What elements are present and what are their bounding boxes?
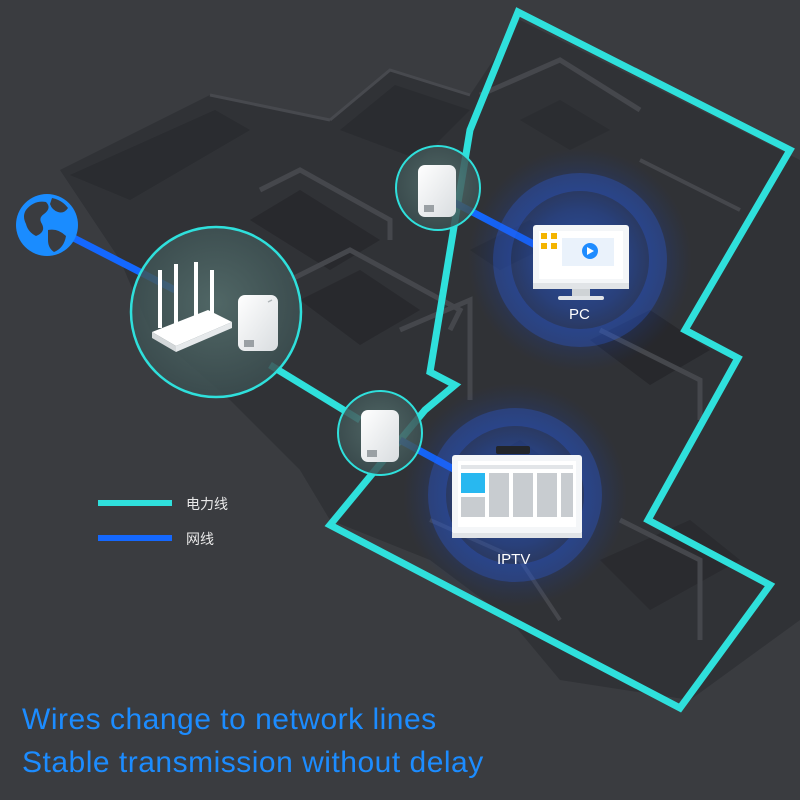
powerline-adapter-icon [238, 295, 278, 351]
headline-line-1: Wires change to network lines [22, 703, 437, 736]
pc-adapter-group [395, 145, 481, 231]
router-icon [152, 262, 232, 352]
powerline-adapter-icon [418, 165, 456, 217]
powerline-adapter-icon [361, 410, 399, 462]
iptv-label: IPTV [497, 551, 531, 568]
monitor-icon [533, 225, 629, 300]
powerline-outline [324, 7, 795, 713]
legend-powerline-label: 电力线 [186, 497, 228, 513]
globe-icon [16, 194, 78, 256]
pc-label: PC [569, 306, 590, 323]
tv-icon [452, 446, 582, 538]
iptv-adapter-group [337, 390, 423, 476]
headline-line-2: Stable transmission without delay [22, 746, 484, 779]
router-group [129, 225, 303, 399]
legend-network-label: 网线 [186, 532, 214, 548]
